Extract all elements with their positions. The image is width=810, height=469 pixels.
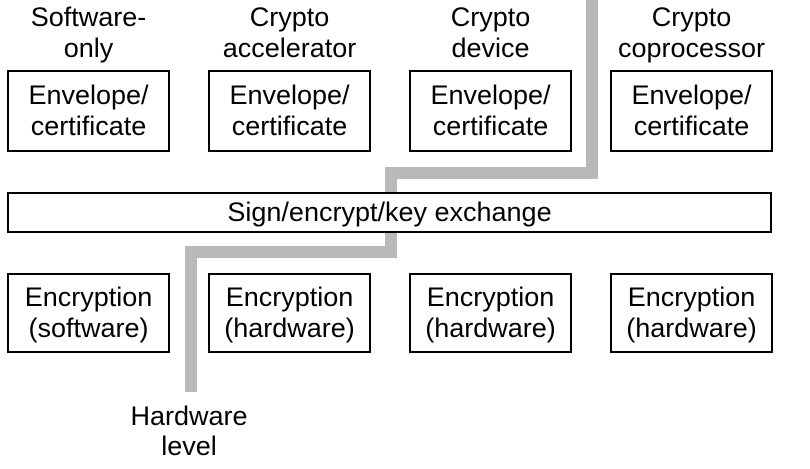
encryption-hardware-box-2: Encryption (hardware) bbox=[208, 273, 371, 353]
box-line: Envelope/ bbox=[430, 80, 551, 110]
box-line: Envelope/ bbox=[229, 80, 350, 110]
header-line: device bbox=[451, 33, 530, 63]
sign-encrypt-key-exchange-bar: Sign/encrypt/key exchange bbox=[7, 192, 772, 233]
column-header-software-only: Software- only bbox=[7, 2, 170, 64]
box-line: certificate bbox=[633, 111, 750, 141]
header-line: only bbox=[63, 33, 114, 63]
box-line: Encryption bbox=[24, 282, 153, 312]
header-line: Crypto bbox=[249, 2, 330, 32]
envelope-certificate-box-3: Envelope/ certificate bbox=[409, 70, 572, 152]
box-line: Envelope/ bbox=[631, 80, 752, 110]
encryption-hardware-box-4: Encryption (hardware) bbox=[610, 273, 773, 353]
hardware-level-line: Hardware bbox=[130, 401, 248, 431]
header-line: Software- bbox=[30, 2, 147, 32]
sign-bar-label: Sign/encrypt/key exchange bbox=[227, 197, 552, 227]
box-line: Envelope/ bbox=[28, 80, 149, 110]
box-line: (hardware) bbox=[425, 313, 556, 343]
envelope-certificate-box-4: Envelope/ certificate bbox=[610, 70, 773, 152]
envelope-certificate-box-2: Envelope/ certificate bbox=[208, 70, 371, 152]
header-line: Crypto bbox=[651, 2, 732, 32]
header-line: accelerator bbox=[222, 33, 357, 63]
header-line: coprocessor bbox=[617, 33, 766, 63]
header-line: Crypto bbox=[450, 2, 531, 32]
column-header-crypto-accelerator: Crypto accelerator bbox=[208, 2, 371, 64]
box-line: Encryption bbox=[426, 282, 555, 312]
hardware-level-line: level bbox=[161, 431, 217, 461]
column-header-crypto-coprocessor: Crypto coprocessor bbox=[610, 2, 773, 64]
box-line: (hardware) bbox=[626, 313, 757, 343]
box-line: certificate bbox=[432, 111, 549, 141]
box-line: (hardware) bbox=[224, 313, 355, 343]
box-line: Encryption bbox=[627, 282, 756, 312]
box-line: Encryption bbox=[225, 282, 354, 312]
box-line: certificate bbox=[30, 111, 147, 141]
hardware-level-label: Hardware level bbox=[109, 401, 269, 461]
box-line: (software) bbox=[28, 313, 149, 343]
encryption-software-box: Encryption (software) bbox=[7, 273, 170, 353]
envelope-certificate-box-1: Envelope/ certificate bbox=[7, 70, 170, 152]
box-line: certificate bbox=[231, 111, 348, 141]
column-header-crypto-device: Crypto device bbox=[409, 2, 572, 64]
encryption-hardware-box-3: Encryption (hardware) bbox=[409, 273, 572, 353]
